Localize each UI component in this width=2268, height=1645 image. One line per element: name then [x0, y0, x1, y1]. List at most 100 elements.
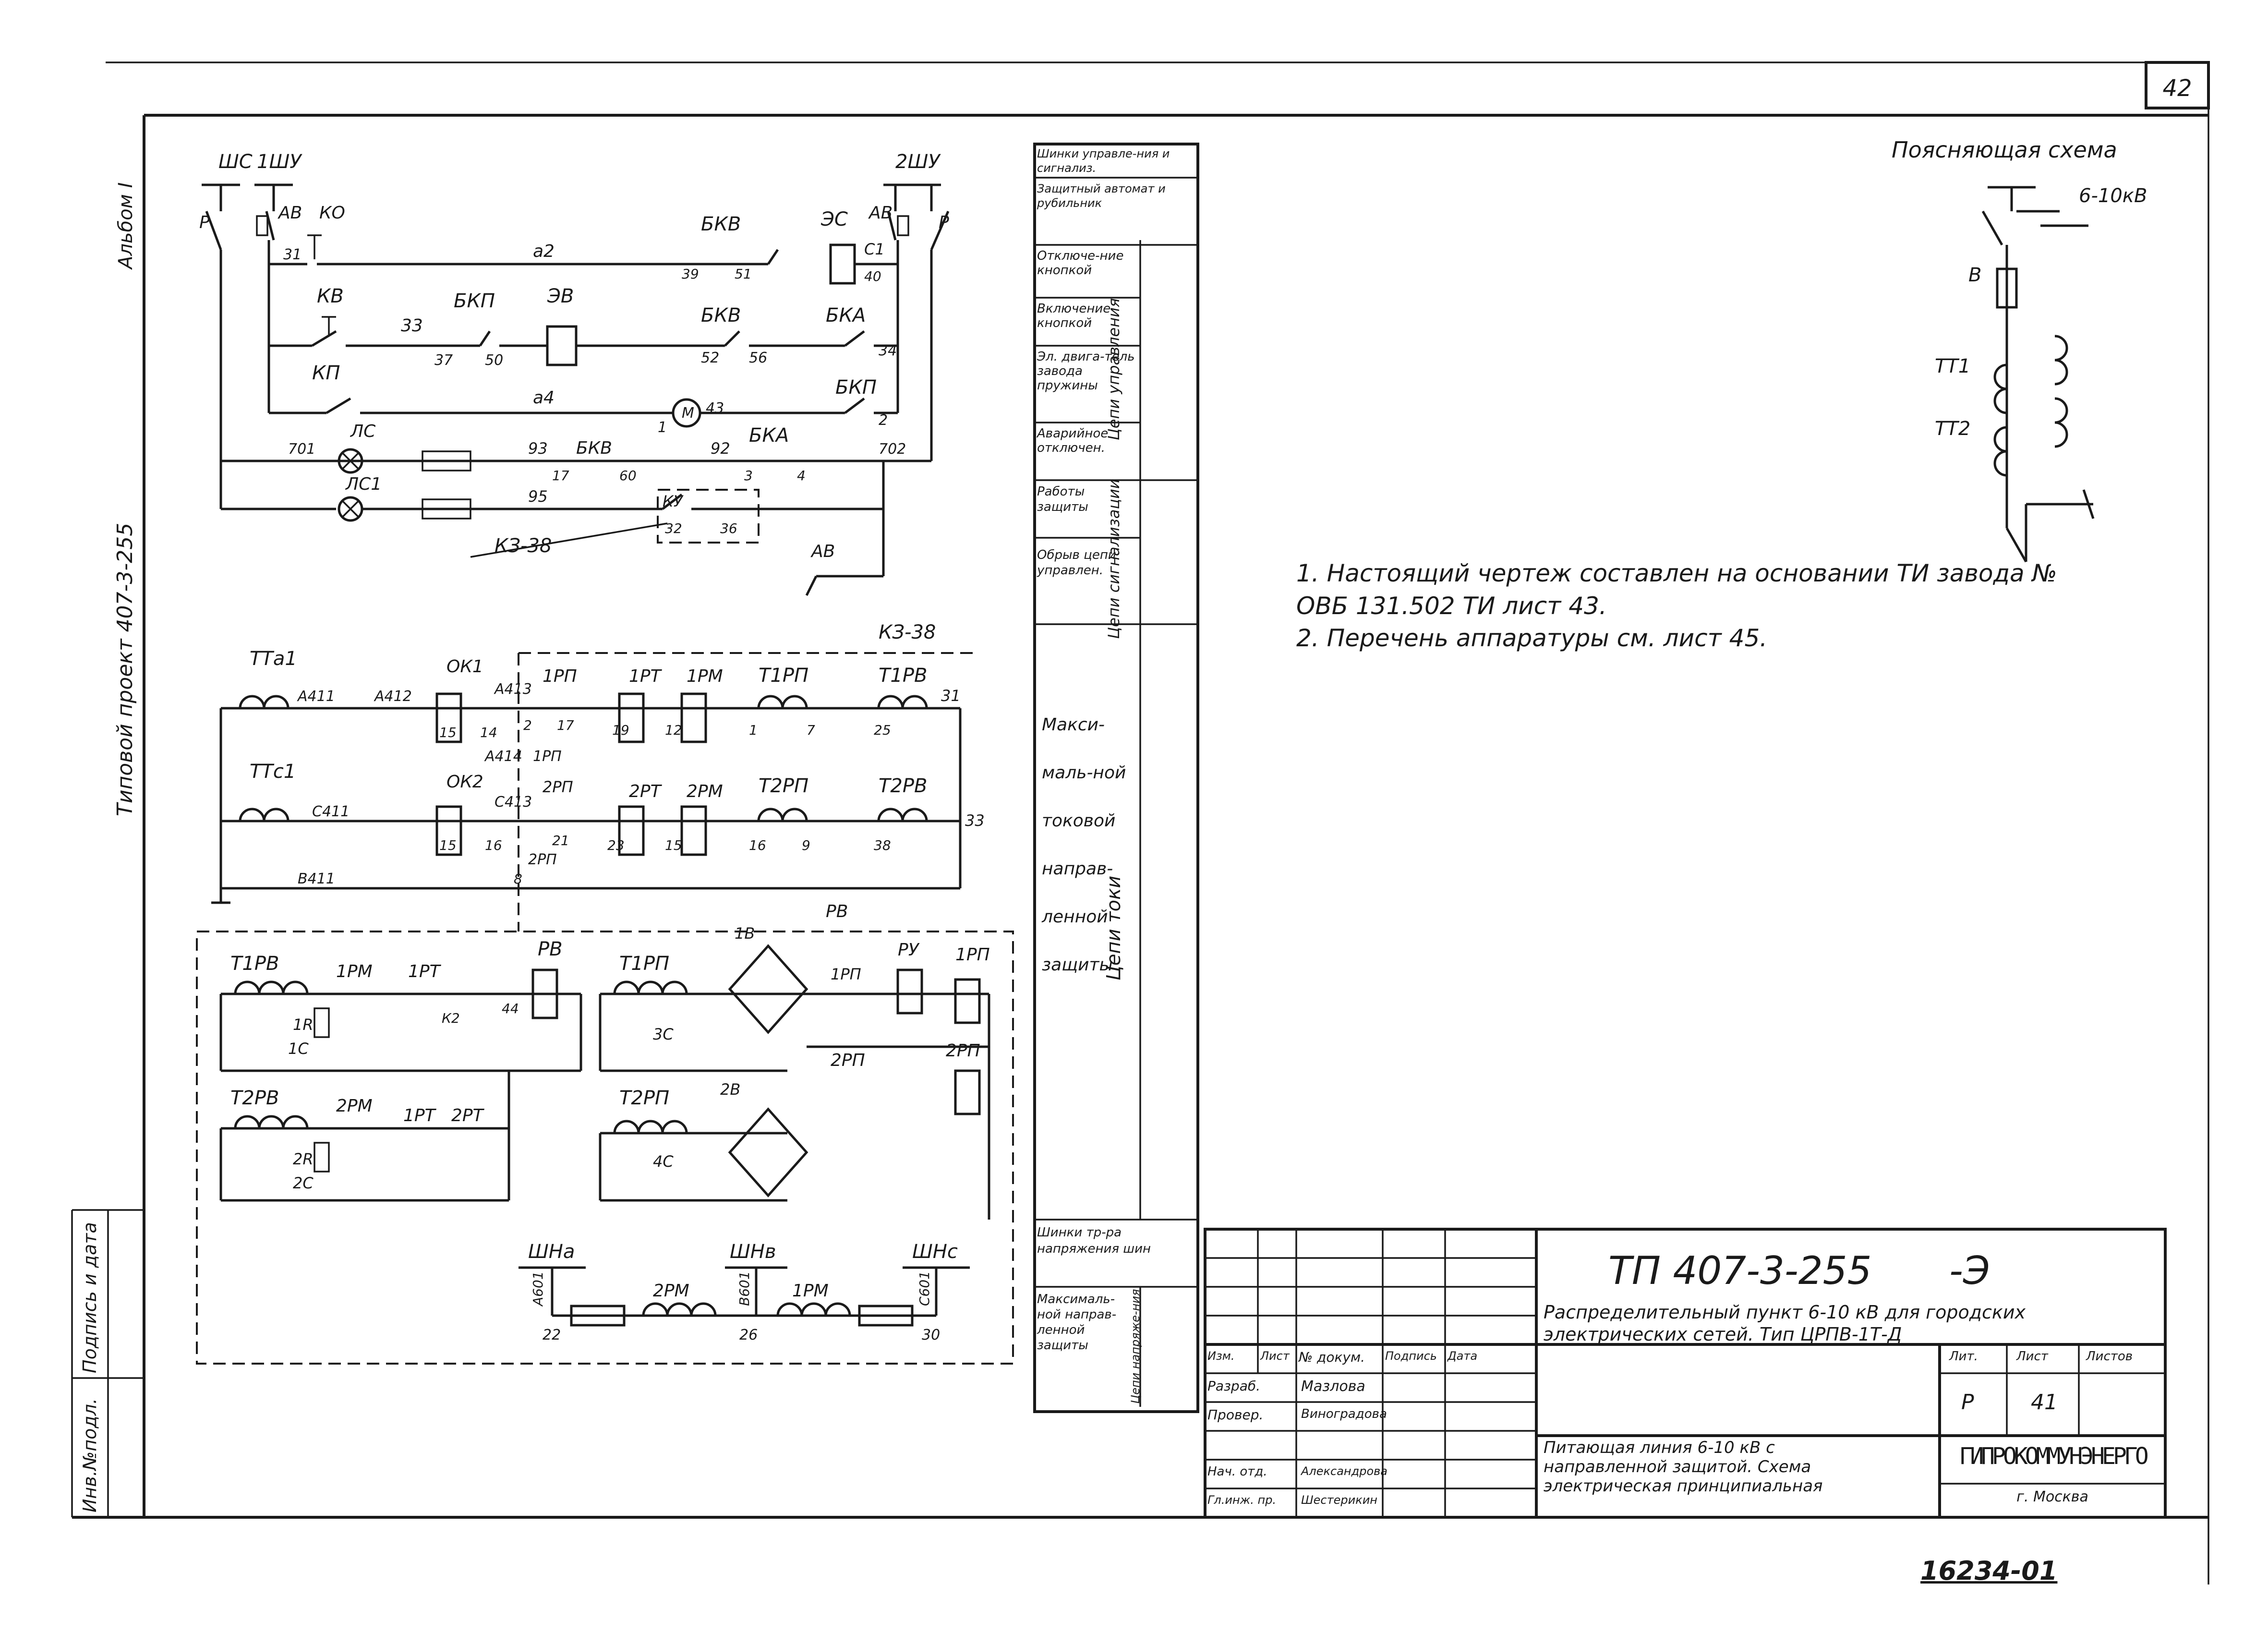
doc-code: ТП 407-3-255 — [1608, 1248, 1872, 1293]
hdr-doc: № докум. — [1299, 1349, 1365, 1365]
circuit-label: 15 — [439, 725, 457, 740]
circuit-label: 17 — [557, 717, 574, 733]
city: г. Москва — [2016, 1488, 2088, 1505]
role-developer: Разраб. — [1207, 1378, 1261, 1394]
circuit-label: 2РТ — [451, 1106, 485, 1125]
circuit-label: 1РТ — [408, 962, 442, 981]
circuit-label: КЗ-38 — [495, 535, 552, 557]
sheet-title: Питающая линия 6-10 кВ с направленной за… — [1544, 1438, 1823, 1496]
circuit-label: БКА — [749, 424, 789, 447]
circuit-label: 1РП — [543, 666, 577, 686]
circuit-label: 15 — [665, 837, 682, 853]
func-row: Шинки тр-ра напряжения шин — [1037, 1225, 1151, 1256]
control-labels: ШС 1ШУ 2ШУ Р АВ КО 31 а2 БКВ 39 51 ЭС АВ… — [199, 151, 949, 561]
circuit-label: 1РТ — [629, 666, 663, 686]
function-table — [1033, 143, 1199, 1413]
circuit-label: 25 — [874, 722, 891, 738]
circuit-label: БКВ — [701, 213, 741, 235]
circuit-label: Р — [939, 213, 949, 232]
role-head: Нач. отд. — [1207, 1464, 1267, 1479]
circuit-label: 1R — [293, 1016, 314, 1034]
name-developer: Мазлова — [1301, 1378, 1365, 1395]
project-label: Типовой проект 407-3-255 — [113, 523, 137, 816]
circuit-label: РВ — [538, 938, 563, 960]
explain-label: ТТ1 — [1935, 355, 1971, 377]
circuit-label: 1РМ — [687, 666, 723, 686]
circuit-label: 2С — [293, 1174, 314, 1192]
func-group: Цепи токи — [1103, 875, 1125, 981]
func-row: Эл. двига-тель завода пружины — [1037, 350, 1135, 393]
circuit-label: БКА — [826, 304, 866, 327]
name-checker: Виноградова — [1301, 1407, 1387, 1421]
album-label: Альбом I — [115, 182, 137, 270]
circuit-label: ТТс1 — [250, 761, 296, 783]
circuit-label: 32 — [665, 520, 682, 536]
circuit-label: 1С — [288, 1040, 309, 1058]
current-labels: ТТа1 А411 А412 ОК1 А413 1РП 1РТ 1РМ Т1РП… — [250, 621, 985, 887]
circuit-label: 4С — [653, 1152, 674, 1171]
circuit-label: А414 — [484, 748, 522, 765]
func-row: Макси-маль-ной токовой направ-ленной защ… — [1042, 715, 1126, 975]
circuit-label: Т2РВ — [879, 775, 927, 797]
func-row: Шинки управле-ния и сигнализ. — [1037, 147, 1170, 175]
circuit-label: 3С — [653, 1025, 674, 1043]
sign-date-label: Подпись и дата — [79, 1222, 100, 1373]
circuit-label: Т1РП — [759, 665, 808, 687]
circuit-label: А412 — [374, 688, 412, 705]
circuit-label: 4 — [797, 468, 806, 484]
circuit-label: С413 — [495, 794, 532, 810]
circuit-label: ЭС — [820, 208, 848, 230]
hdr-list: Лист — [1260, 1349, 1290, 1363]
circuit-label: 39 — [682, 266, 699, 282]
circuit-label: 60 — [619, 468, 637, 484]
stage-value: Р — [1961, 1390, 1974, 1415]
current-circuit — [211, 652, 975, 931]
circuit-label: АВ — [810, 542, 835, 561]
circuit-label: ОК1 — [446, 657, 483, 677]
archive-stamp: 16234-01 — [1920, 1556, 2058, 1586]
circuit-label: КУ — [663, 492, 684, 510]
circuit-label: 702 — [879, 441, 906, 458]
circuit-label: Т1РП — [619, 953, 669, 975]
circuit-label: 701 — [288, 441, 315, 458]
circuit-label: 19 — [612, 722, 629, 738]
circuit-label: БКВ — [701, 304, 741, 327]
circuit-label: 1РП — [955, 945, 990, 965]
circuit-label: КП — [312, 362, 340, 384]
circuit-label: ШНс — [912, 1241, 958, 1263]
func-row: Включение кнопкой — [1037, 302, 1111, 330]
circuit-label: 2РМ — [687, 782, 723, 801]
circuit-label: 3 — [744, 468, 753, 484]
circuit-label: А601 — [530, 1271, 546, 1307]
circuit-label: 1РП — [533, 748, 562, 765]
func-group: Цепи управления — [1105, 298, 1123, 441]
func-group: Цепи сигнализации — [1105, 479, 1123, 639]
circuit-label: КЗ-38 — [879, 621, 936, 643]
role-checker: Провер. — [1207, 1407, 1264, 1423]
sheet-header: Лист — [2016, 1349, 2048, 1364]
circuit-label: 56 — [749, 350, 767, 366]
relay-labels: Т1РВ 1РМ 1РТ РВ 1R 1С 44 К2 Т2РВ 2РМ 1РТ… — [230, 902, 990, 1192]
circuit-label: 1РМ — [336, 962, 373, 981]
relay-circuit — [196, 931, 1014, 1365]
stage-header: Лит. — [1949, 1349, 1978, 1364]
circuit-label: 44 — [502, 1001, 519, 1016]
circuit-label: КО — [319, 203, 345, 223]
circuit-label: 17 — [552, 468, 569, 484]
circuit-label: ЭВ — [547, 285, 574, 307]
circuit-label: а4 — [533, 388, 555, 408]
circuit-label: Р — [199, 213, 210, 232]
circuit-label: С411 — [312, 803, 350, 820]
motor-label: М — [682, 405, 694, 422]
circuit-label: 2В — [720, 1080, 740, 1099]
page-number: 42 — [2162, 75, 2192, 102]
org-name: ГИПРОКОММУНЭНЕРГО — [1959, 1443, 2148, 1470]
circuit-label: 33 — [965, 811, 985, 830]
circuit-label: 51 — [735, 266, 752, 282]
circuit-label: А411 — [297, 688, 335, 705]
circuit-label: 43 — [706, 400, 724, 417]
bus-label: ШС — [218, 151, 253, 173]
circuit-label: 22 — [543, 1327, 561, 1343]
hdr-sign: Подпись — [1385, 1349, 1437, 1363]
circuit-label: 2R — [293, 1150, 314, 1168]
